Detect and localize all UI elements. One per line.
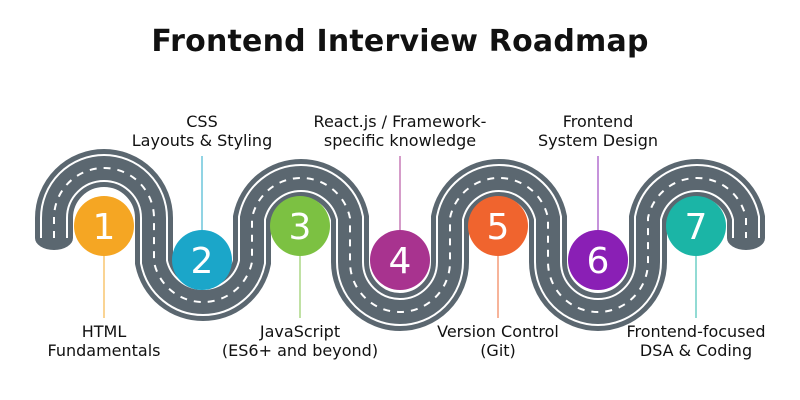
step-label-line: Version Control	[437, 322, 559, 341]
milestone-circle-6	[568, 230, 628, 290]
milestone-number-3: 3	[289, 207, 312, 248]
milestone-circle-1	[74, 196, 134, 256]
step-label-line: CSS	[186, 112, 218, 131]
step-label-5: Version Control(Git)	[403, 322, 593, 360]
milestone-number-1: 1	[93, 207, 116, 248]
milestone-circle-7	[666, 196, 726, 256]
milestone-5: 5	[468, 196, 528, 256]
milestone-circle-3	[270, 196, 330, 256]
milestone-circle-4	[370, 230, 430, 290]
milestone-7: 7	[666, 196, 726, 256]
step-label-line: HTML	[81, 322, 127, 341]
step-label-line: Layouts & Styling	[131, 131, 273, 150]
milestone-circle-5	[468, 196, 528, 256]
step-label-line: specific knowledge	[323, 131, 477, 150]
step-label-line: System Design	[538, 131, 658, 150]
milestone-number-2: 2	[191, 241, 214, 282]
step-label-line: React.js / Framework-	[313, 112, 487, 131]
step-label-line: Fundamentals	[47, 341, 161, 360]
milestone-number-7: 7	[685, 207, 708, 248]
milestone-number-5: 5	[487, 207, 510, 248]
milestone-3: 3	[270, 196, 330, 256]
milestone-4: 4	[370, 230, 430, 290]
step-label-line: JavaScript	[259, 322, 341, 341]
milestone-1: 1	[74, 196, 134, 256]
milestone-number-6: 6	[587, 241, 610, 282]
milestone-6: 6	[568, 230, 628, 290]
step-label-line: (ES6+ and beyond)	[221, 341, 379, 360]
connector-lines	[103, 156, 697, 318]
step-label-3: JavaScript(ES6+ and beyond)	[205, 322, 395, 360]
road-center-dashes	[53, 167, 747, 313]
road-end-left	[35, 238, 73, 250]
milestone-2: 2	[172, 230, 232, 290]
winding-road	[35, 149, 765, 331]
road-end-right	[727, 238, 765, 250]
milestone-number-4: 4	[389, 241, 412, 282]
step-label-line: Frontend	[562, 112, 634, 131]
milestone-circle-2	[172, 230, 232, 290]
step-label-line: Frontend-focused	[626, 322, 766, 341]
page-title: Frontend Interview Roadmap	[151, 24, 649, 59]
milestones: 1 2 3 4 5 6 7	[74, 196, 726, 290]
step-label-4: React.js / Framework-specific knowledge	[305, 112, 495, 150]
step-label-line: (Git)	[480, 341, 516, 360]
step-label-line: DSA & Coding	[639, 341, 753, 360]
